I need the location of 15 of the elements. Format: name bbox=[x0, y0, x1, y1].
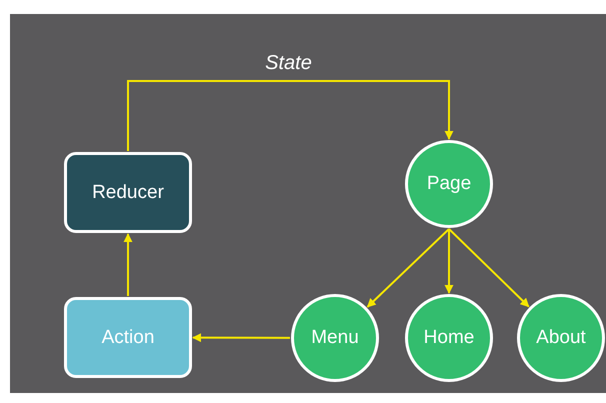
arrow bbox=[366, 228, 450, 308]
edge-label: State bbox=[265, 53, 312, 73]
node-label: Home bbox=[424, 326, 474, 350]
arrow bbox=[124, 233, 132, 296]
arrow bbox=[448, 228, 530, 308]
arrow bbox=[444, 229, 454, 294]
arrow bbox=[192, 333, 290, 342]
arrow bbox=[127, 80, 454, 151]
reducer-box bbox=[64, 152, 192, 233]
node-label: Reducer bbox=[92, 180, 164, 204]
node-label: Page bbox=[426, 172, 472, 196]
action-box bbox=[64, 297, 192, 378]
node-label: About bbox=[536, 326, 586, 350]
node-label: Menu bbox=[311, 326, 359, 350]
node-label: Action bbox=[102, 326, 154, 350]
